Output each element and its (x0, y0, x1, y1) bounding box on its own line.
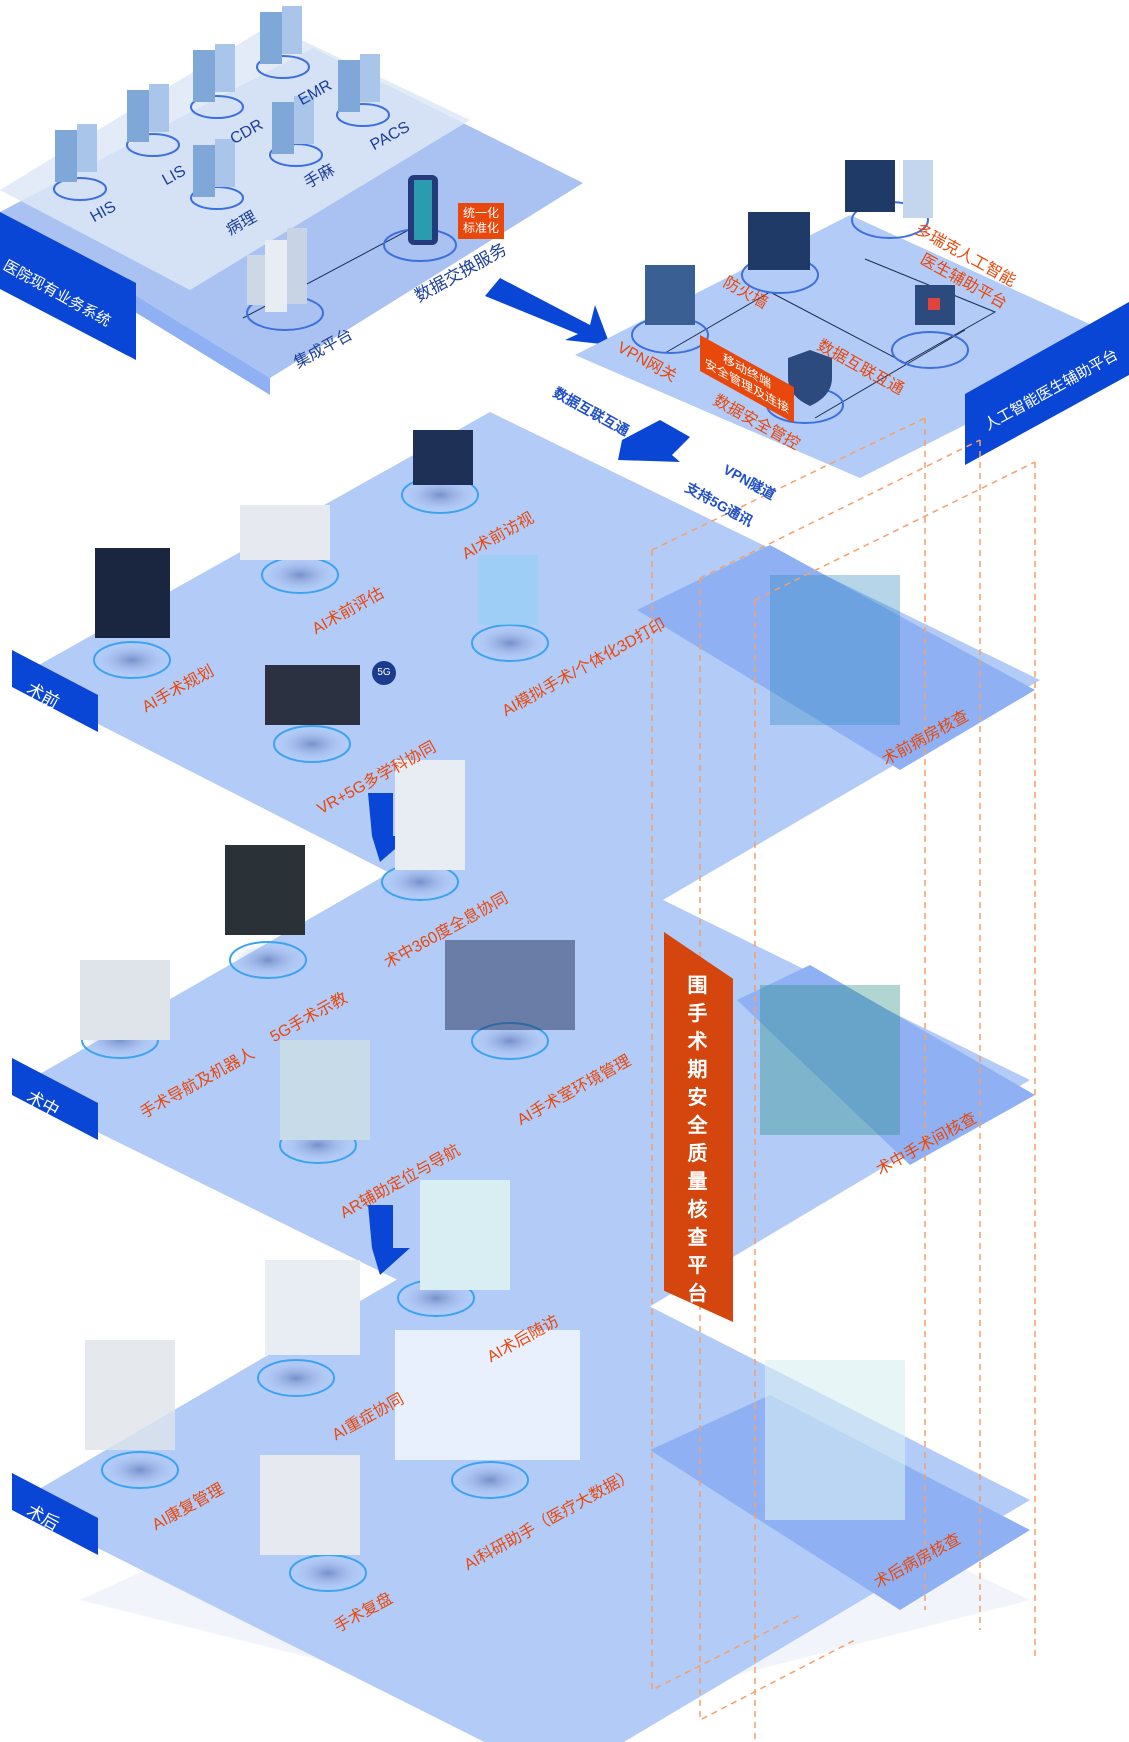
vpn-gateway-icon (631, 265, 709, 354)
doctor-xray-icon (420, 1180, 510, 1290)
standardize-line-1: 统一化 (463, 206, 500, 220)
postop-layer (12, 1180, 1030, 1742)
hospital-systems-tab (0, 212, 136, 360)
postop-spot-5 (289, 1554, 367, 1592)
preop-spot-2 (261, 556, 339, 594)
standardize-line-2: 标准化 (463, 221, 500, 235)
safety-char: 查 (687, 1227, 710, 1249)
safety-char: 质 (687, 1143, 710, 1165)
or-environment-icon (445, 940, 575, 1030)
tablet-display-icon (413, 430, 473, 485)
safety-char: 期 (687, 1059, 710, 1081)
ai-platform-layer (575, 160, 1129, 478)
safety-char: 手 (687, 1003, 710, 1025)
safety-dashed-outlines (651, 417, 1036, 1742)
server-icon-cdr (190, 44, 244, 119)
perioperative-safety-platform-panel: 围 手 术 期 安 全 质 量 核 查 平 台 (664, 932, 733, 1322)
5g-badge: 5G (372, 661, 396, 685)
large-display-icon (95, 548, 170, 638)
safety-char: 量 (687, 1171, 710, 1193)
hand-3d-model-icon (478, 555, 538, 625)
server-icon-anesthesia (269, 96, 323, 167)
ai-cubes-icon (891, 285, 969, 369)
server-icon-his (53, 124, 107, 201)
safety-char: 围 (687, 975, 710, 997)
postop-spot-4 (451, 1461, 529, 1499)
server-icon-pacs (336, 54, 390, 127)
data-exchange-server-icon (383, 175, 457, 262)
icu-bed-icon (265, 1260, 360, 1355)
safety-char: 台 (687, 1283, 710, 1305)
arrow-to-postop (368, 1205, 410, 1275)
firewall-icon (741, 212, 819, 294)
postop-spot-1 (101, 1451, 179, 1489)
holographic-cart-icon (395, 760, 465, 870)
preop-layer (12, 412, 1040, 960)
stretcher-team-icon (770, 575, 900, 725)
research-lab-icon (395, 1330, 580, 1460)
intraop-tab (12, 1058, 98, 1140)
ai-platform-tab (965, 302, 1129, 465)
doctor-desk-icon (240, 505, 330, 560)
preop-spot-1 (93, 641, 171, 679)
standardize-badge: 统一化 标准化 (458, 203, 505, 239)
postop-spot-2 (257, 1359, 335, 1397)
server-icon-pathology (190, 139, 244, 210)
intraop-spot-2 (229, 941, 307, 979)
preop-tab (12, 650, 98, 732)
server-icon-lis (126, 84, 180, 157)
intraop-layer (12, 760, 1035, 1360)
safety-char: 核 (687, 1199, 710, 1221)
arrow-to-ai-platform (485, 278, 610, 345)
surgery-team-icon (760, 985, 900, 1135)
vr-conference-icon (265, 665, 360, 725)
safety-char: 全 (687, 1115, 710, 1137)
preop-spot-4 (471, 624, 549, 662)
surgical-robot-icon (80, 960, 170, 1040)
arrow-to-preop (618, 420, 690, 462)
case-review-desk-icon (260, 1455, 360, 1555)
safety-char: 安 (687, 1087, 710, 1109)
preop-spot-5 (273, 725, 351, 763)
rehab-frame-icon (85, 1340, 175, 1450)
city-buildings-icon (246, 228, 324, 331)
ward-bed-nurse-icon (765, 1360, 905, 1520)
safety-char: 平 (687, 1255, 710, 1277)
safety-char: 术 (687, 1031, 710, 1053)
projection-screen-icon (225, 845, 305, 935)
monitor-server-icon (845, 160, 933, 239)
server-icons (53, 6, 457, 331)
ar-navigation-icon (280, 1040, 370, 1140)
postop-tab (12, 1473, 98, 1555)
server-icon-emr (256, 6, 310, 79)
